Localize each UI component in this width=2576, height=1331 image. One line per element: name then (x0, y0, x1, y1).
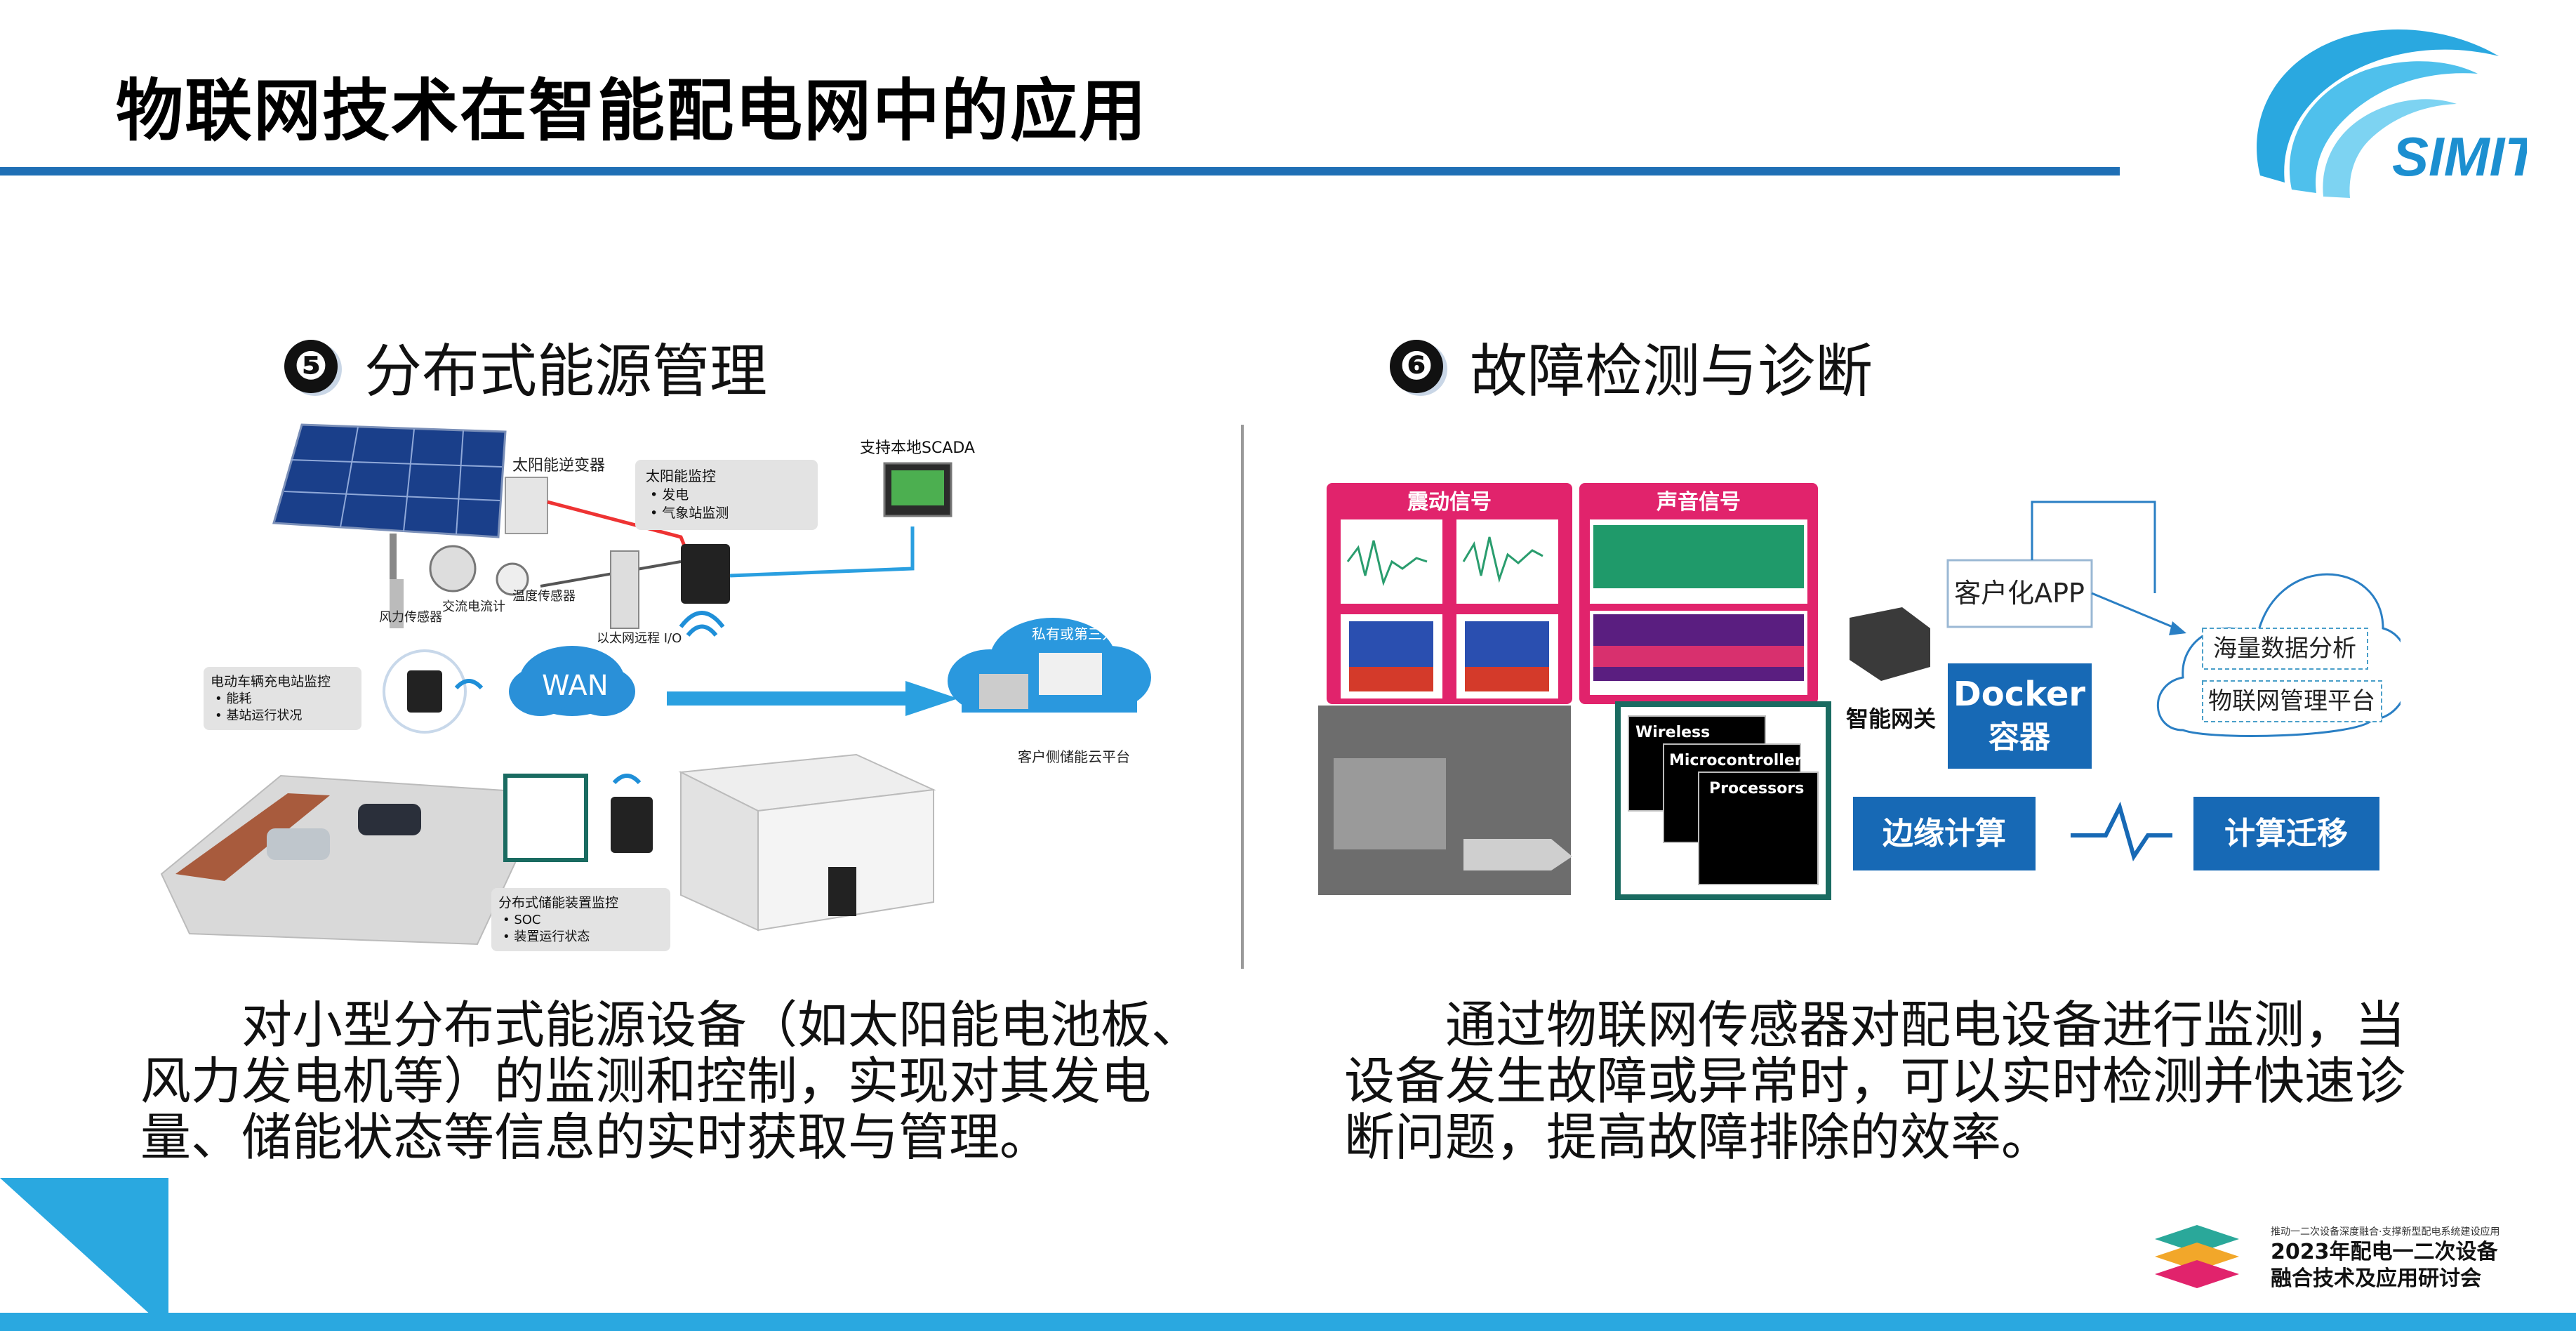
svg-text:• 能耗: • 能耗 (215, 691, 251, 706)
footer-title-line1: 2023年配电一二次设备 (2271, 1240, 2498, 1264)
svg-text:计算迁移: 计算迁移 (2224, 816, 2348, 852)
svg-text:震动信号: 震动信号 (1407, 490, 1492, 515)
arrow-icon (667, 681, 958, 716)
svg-text:私有或第三方云端: 私有或第三方云端 (1032, 625, 1144, 642)
svg-text:边缘计算: 边缘计算 (1883, 816, 2006, 852)
svg-text:交流电流计: 交流电流计 (442, 600, 505, 614)
svg-text:物联网管理平台: 物联网管理平台 (2208, 687, 2375, 715)
energy-network-illustration: 太阳能逆变器 风力传感器 交流电流计 温度传感器 以太网远程 I/O 太阳能监控… (160, 423, 1151, 951)
distributed-energy-diagram: 太阳能逆变器 风力传感器 交流电流计 温度传感器 以太网远程 I/O 太阳能监控… (147, 411, 1158, 965)
heading-text: 故障检测与诊断 (1470, 338, 1873, 405)
docker-box (1948, 663, 2092, 769)
svg-text:Microcontrollers: Microcontrollers (1669, 752, 1812, 769)
footer-bar (0, 1313, 2576, 1331)
footer-title-line2: 融合技术及应用研讨会 (2271, 1266, 2481, 1291)
svg-text:Docker: Docker (1953, 675, 2085, 714)
svg-text:温度传感器: 温度传感器 (512, 589, 576, 604)
page-title: 物联网技术在智能配电网中的应用 (116, 72, 1148, 150)
svg-text:智能网关: 智能网关 (1846, 706, 1936, 732)
smart-gateway-icon (1850, 607, 1930, 681)
svg-text:Processors: Processors (1709, 780, 1804, 797)
svg-text:分布式储能装置监控: 分布式储能装置监控 (498, 895, 618, 910)
svg-text:电动车辆充电站监控: 电动车辆充电站监控 (211, 674, 331, 689)
logo-text: SIMIT (2392, 126, 2527, 187)
section-heading-right: ❻ 故障检测与诊断 (1390, 324, 1873, 408)
right-description: 通过物联网传感器对配电设备进行监测，当设备发生故障或异常时，可以实时检测并快速诊… (1344, 995, 2406, 1167)
fault-diagnosis-illustration: 震动信号 声音信号 Wireless Microcontrollers Proc… (1318, 483, 2411, 900)
layered-stack-icon (2155, 1225, 2239, 1288)
heading-text: 分布式能源管理 (364, 338, 768, 405)
solar-panel-icon (272, 423, 507, 579)
wan-cloud-icon: WAN (509, 646, 635, 716)
gauge-icon (429, 545, 477, 592)
storage-gateway-icon (611, 797, 653, 853)
car-icon (358, 804, 421, 835)
simit-logo: SIMIT (2232, 14, 2542, 211)
signal-pulse-icon (2071, 801, 2172, 862)
svg-text:• 装置运行状态: • 装置运行状态 (503, 929, 590, 944)
svg-text:• SOC: • SOC (503, 913, 541, 927)
svg-text:风力传感器: 风力传感器 (379, 610, 442, 625)
svg-text:太阳能监控: 太阳能监控 (646, 468, 716, 484)
column-divider (1241, 425, 1244, 969)
edge-computing-box (1853, 797, 2036, 870)
ethernet-io-icon (610, 550, 639, 629)
server-icon (828, 867, 856, 916)
number-badge-5: ❺ (284, 339, 338, 393)
svg-text:• 气象站监测: • 气象站监测 (650, 505, 729, 521)
ev-gateway-icon (407, 670, 442, 713)
footer-tagline: 推动一二次设备深度融合·支撑新型配电系统建设应用 (2271, 1226, 2500, 1238)
car-icon (267, 828, 330, 860)
corner-decoration (0, 1178, 168, 1331)
fault-detection-diagram: 震动信号 声音信号 Wireless Microcontrollers Proc… (1313, 477, 2411, 906)
inverter-icon (505, 477, 548, 534)
compute-migration-box (2193, 797, 2379, 870)
svg-text:支持本地SCADA: 支持本地SCADA (860, 439, 975, 457)
conference-logo: 推动一二次设备深度融合·支撑新型配电系统建设应用 2023年配电一二次设备 融合… (2148, 1214, 2541, 1306)
left-description: 对小型分布式能源设备（如太阳能电池板、风力发电机等）的监测和控制，实现对其发电量… (140, 995, 1202, 1167)
section-heading-left: ❺ 分布式能源管理 (284, 324, 767, 408)
gauge-icon (496, 562, 529, 596)
svg-text:客户侧储能云平台: 客户侧储能云平台 (1018, 748, 1130, 765)
simit-swoosh-icon: SIMIT (2257, 29, 2542, 198)
svg-text:声音信号: 声音信号 (1657, 490, 1741, 515)
number-badge-6: ❻ (1390, 339, 1443, 393)
placeholder-frame (503, 774, 588, 862)
svg-text:海量数据分析: 海量数据分析 (2213, 635, 2356, 663)
svg-text:以太网远程 I/O: 以太网远程 I/O (597, 631, 682, 646)
gateway-device-icon (681, 544, 730, 604)
svg-text:• 发电: • 发电 (650, 487, 689, 503)
svg-text:容器: 容器 (1989, 720, 2051, 755)
cloud-platform-icon: 私有或第三方云端 (948, 618, 1151, 713)
wifi-icon (686, 624, 718, 637)
svg-text:客户化APP: 客户化APP (1954, 578, 2085, 609)
title-underline (0, 167, 2120, 176)
wind-sensor-icon (390, 579, 404, 628)
svg-text:WAN: WAN (542, 670, 609, 702)
svg-text:Wireless: Wireless (1635, 724, 1710, 741)
svg-text:• 基站运行状况: • 基站运行状况 (215, 708, 302, 723)
svg-text:太阳能逆变器: 太阳能逆变器 (512, 457, 605, 475)
